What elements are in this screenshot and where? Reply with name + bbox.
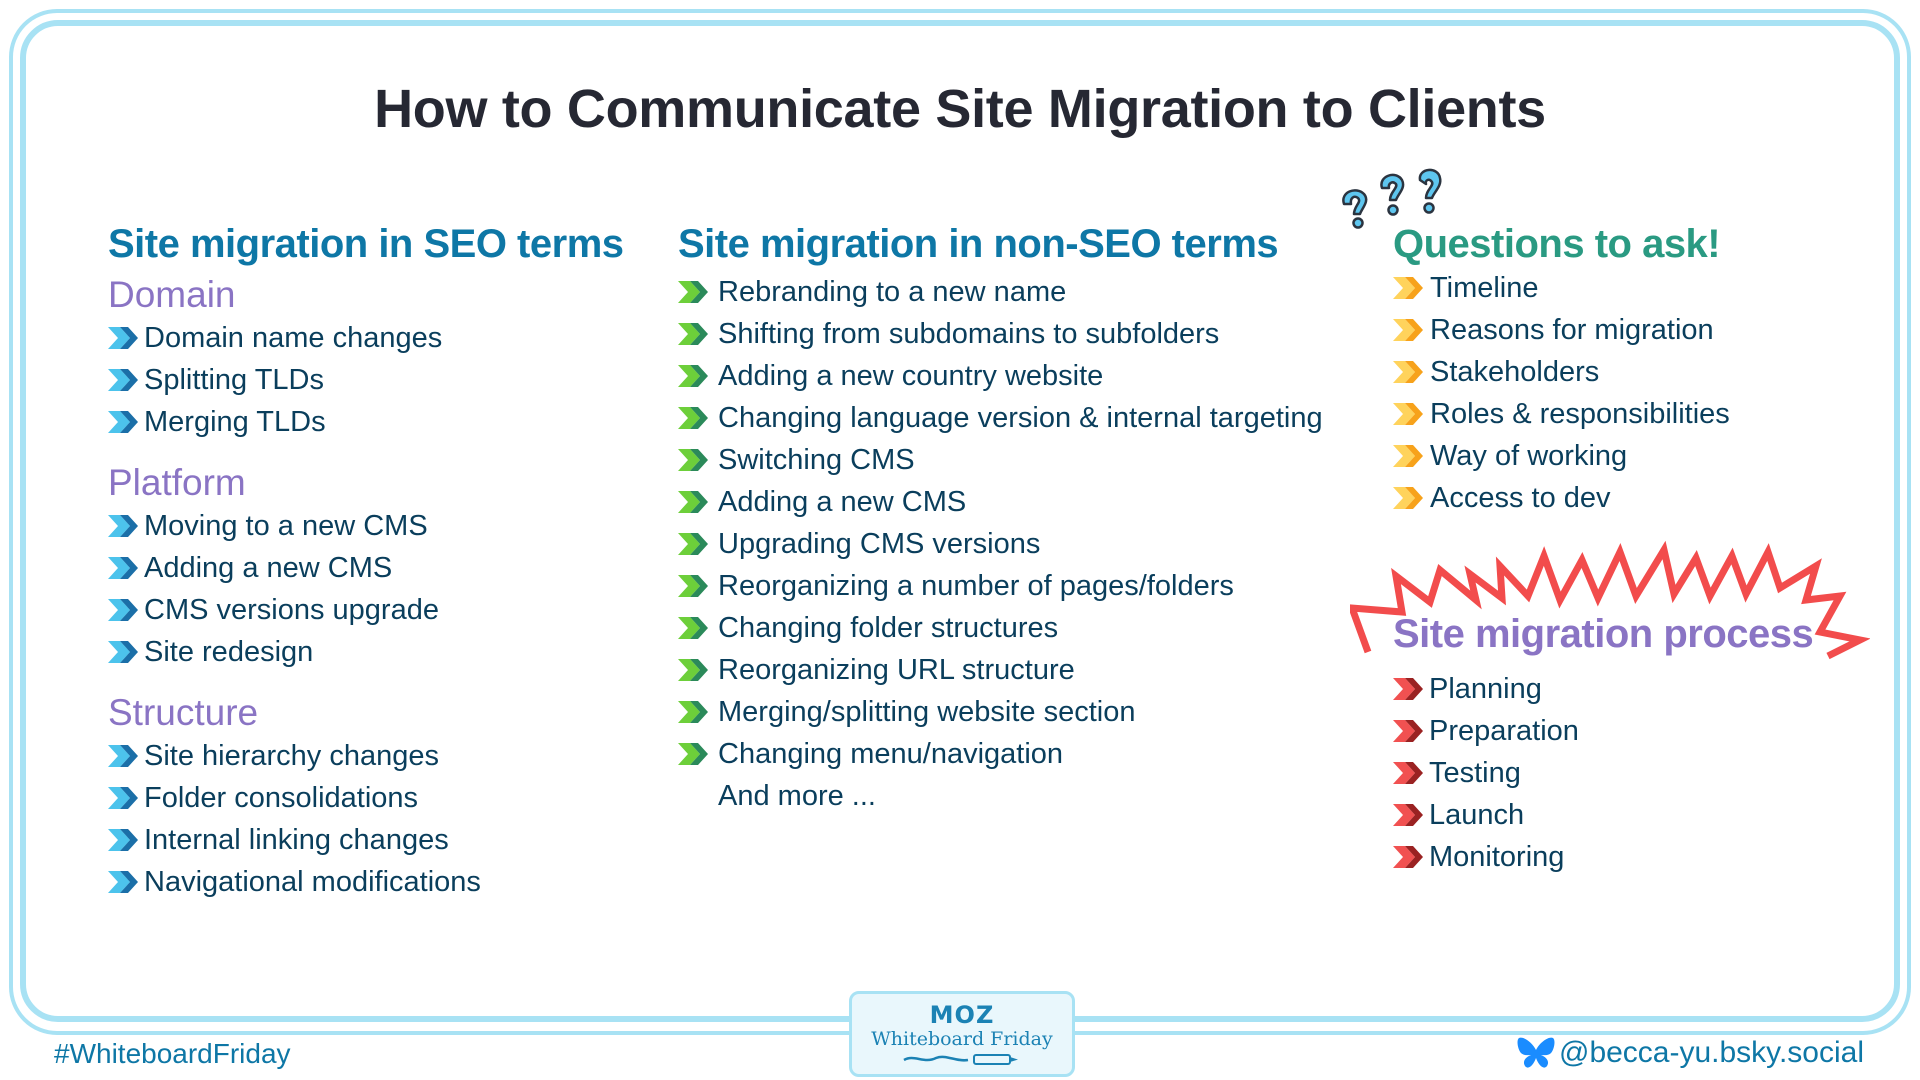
list-item: Adding a new country website (678, 355, 1323, 397)
list-item: Access to dev (1393, 477, 1730, 519)
page-title: How to Communicate Site Migration to Cli… (374, 79, 1546, 139)
platform-subhead: Platform (108, 462, 246, 503)
questions-heading: Questions to ask! (1393, 222, 1721, 266)
structure-group: Structure Site hierarchy changes Folder … (108, 691, 624, 903)
marker-pen-icon (903, 1054, 1018, 1065)
list-item: Reorganizing a number of pages/folders (678, 565, 1323, 607)
list-item: Domain name changes (108, 317, 624, 359)
chevron-icon (1393, 487, 1427, 509)
domain-group: Domain Domain name changes Splitting TLD… (108, 273, 624, 443)
list-item: Changing language version & internal tar… (678, 397, 1323, 439)
list-item: Reasons for migration (1393, 309, 1730, 351)
list-item: Changing menu/navigation (678, 733, 1323, 775)
chevron-icon (108, 871, 142, 893)
list-item: Way of working (1393, 435, 1730, 477)
chevron-icon (108, 515, 142, 537)
list-item: Changing folder structures (678, 607, 1323, 649)
list-item: Reorganizing URL structure (678, 649, 1323, 691)
list-item: Merging TLDs (108, 401, 624, 443)
and-more-text: And more ... (718, 779, 876, 812)
list-item: Adding a new CMS (108, 547, 624, 589)
list-item: Folder consolidations (108, 777, 624, 819)
seo-terms-heading: Site migration in SEO terms (108, 222, 624, 266)
list-item: Testing (1393, 752, 1579, 794)
chevron-icon (678, 533, 712, 555)
process-heading-area: Site migration process (1350, 540, 1870, 660)
chevron-icon (1393, 762, 1427, 784)
chevron-icon (678, 281, 712, 303)
list-item: Rebranding to a new name (678, 271, 1323, 313)
bluesky-butterfly-icon (1517, 1037, 1555, 1068)
chevron-icon (678, 365, 712, 387)
social-handle[interactable]: @becca-yu.bsky.social (1517, 1036, 1864, 1070)
list-item: Adding a new CMS (678, 481, 1323, 523)
non-seo-terms-column: Site migration in non-SEO terms Rebrandi… (678, 222, 1323, 817)
list-item: CMS versions upgrade (108, 589, 624, 631)
list-item: Monitoring (1393, 836, 1579, 878)
chevron-icon (108, 369, 142, 391)
seo-terms-column: Site migration in SEO terms Domain Domai… (108, 222, 624, 921)
list-item: Switching CMS (678, 439, 1323, 481)
domain-subhead: Domain (108, 274, 236, 315)
question-marks-icon (1342, 168, 1442, 229)
chevron-icon (678, 575, 712, 597)
chevron-icon (678, 701, 712, 723)
chevron-icon (1393, 361, 1427, 383)
handle-text: @becca-yu.bsky.social (1558, 1036, 1864, 1069)
chevron-icon (108, 829, 142, 851)
chevron-icon (678, 659, 712, 681)
chevron-icon (678, 323, 712, 345)
list-item: Navigational modifications (108, 861, 624, 903)
list-item: Site redesign (108, 631, 624, 673)
chevron-icon (678, 449, 712, 471)
burst-icon (1350, 540, 1870, 660)
chevron-icon (108, 641, 142, 663)
badge-text: Whiteboard Friday (871, 1028, 1053, 1050)
list-item: Shifting from subdomains to subfolders (678, 313, 1323, 355)
chevron-icon (1393, 319, 1427, 341)
chevron-icon (108, 787, 142, 809)
chevron-icon (1393, 403, 1427, 425)
list-item: Upgrading CMS versions (678, 523, 1323, 565)
chevron-icon (108, 557, 142, 579)
process-column: Planning Preparation Testing Launch Moni… (1393, 668, 1579, 878)
chevron-icon (1393, 846, 1427, 868)
questions-column: Questions to ask! Timeline Reasons for m… (1393, 222, 1730, 519)
moz-logo: MOZ (929, 1001, 995, 1029)
chevron-icon (1393, 804, 1427, 826)
chevron-icon (108, 745, 142, 767)
list-item: Timeline (1393, 267, 1730, 309)
list-item: Splitting TLDs (108, 359, 624, 401)
chevron-icon (108, 599, 142, 621)
chevron-icon (678, 617, 712, 639)
list-item: Internal linking changes (108, 819, 624, 861)
list-item: Moving to a new CMS (108, 505, 624, 547)
chevron-icon (678, 743, 712, 765)
list-item: Stakeholders (1393, 351, 1730, 393)
list-item: Planning (1393, 668, 1579, 710)
process-heading: Site migration process (1393, 612, 1814, 656)
chevron-icon (108, 411, 142, 433)
chevron-icon (1393, 277, 1427, 299)
chevron-icon (108, 327, 142, 349)
chevron-icon (1393, 678, 1427, 700)
moz-whiteboard-friday-badge: MOZ Whiteboard Friday (849, 991, 1075, 1077)
non-seo-terms-heading: Site migration in non-SEO terms (678, 222, 1279, 266)
list-item: Roles & responsibilities (1393, 393, 1730, 435)
platform-group: Platform Moving to a new CMS Adding a ne… (108, 461, 624, 673)
structure-subhead: Structure (108, 692, 259, 733)
list-item: Merging/splitting website section (678, 691, 1323, 733)
chevron-icon (678, 491, 712, 513)
list-item: Site hierarchy changes (108, 735, 624, 777)
list-item: Preparation (1393, 710, 1579, 752)
hashtag-text: #WhiteboardFriday (54, 1038, 291, 1069)
chevron-icon (1393, 445, 1427, 467)
list-item: Launch (1393, 794, 1579, 836)
chevron-icon (678, 407, 712, 429)
chevron-icon (1393, 720, 1427, 742)
